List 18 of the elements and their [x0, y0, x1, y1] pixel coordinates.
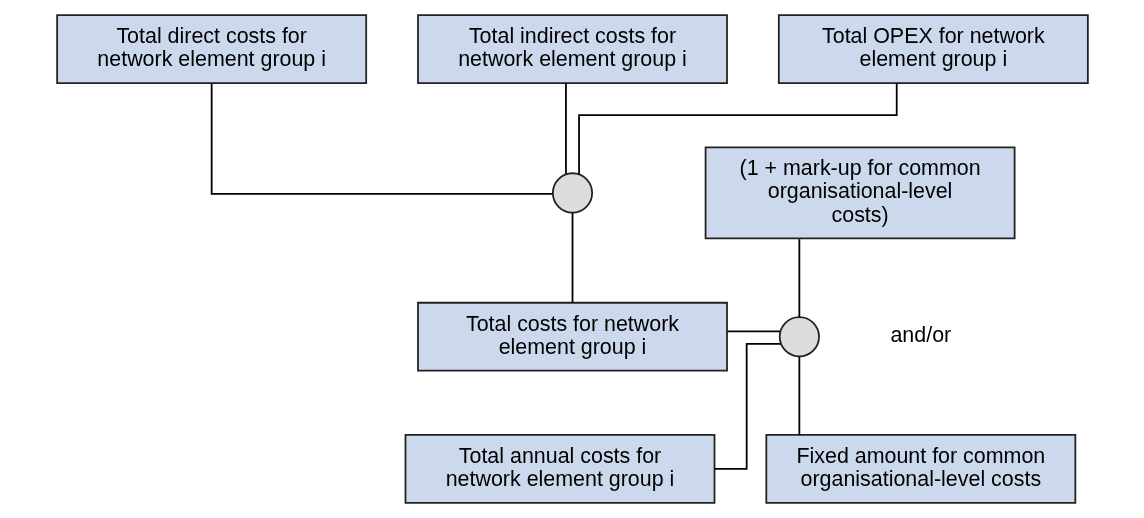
connector [564, 82, 567, 175]
node-circle [778, 316, 820, 358]
node-box: (1 + mark-up for common organisational-level costs) [704, 146, 1015, 240]
node-box: Total costs for network element group i [416, 301, 728, 372]
node-circle [551, 172, 593, 214]
connector [726, 330, 781, 333]
connector [797, 238, 800, 318]
node-box: Total indirect costs for network element group i [416, 14, 728, 84]
node-box: Total annual costs for network element group i [404, 434, 715, 504]
node-box: Total direct costs for network element group i [55, 14, 367, 84]
connector [571, 212, 573, 304]
connector [577, 82, 898, 175]
connector [797, 355, 800, 436]
connector [713, 342, 782, 470]
connector [210, 82, 553, 195]
node-box: Fixed amount for common organisational-level costs [764, 434, 1076, 504]
node-box: Total OPEX for network element group i [777, 14, 1089, 84]
label: and/or [889, 323, 951, 348]
